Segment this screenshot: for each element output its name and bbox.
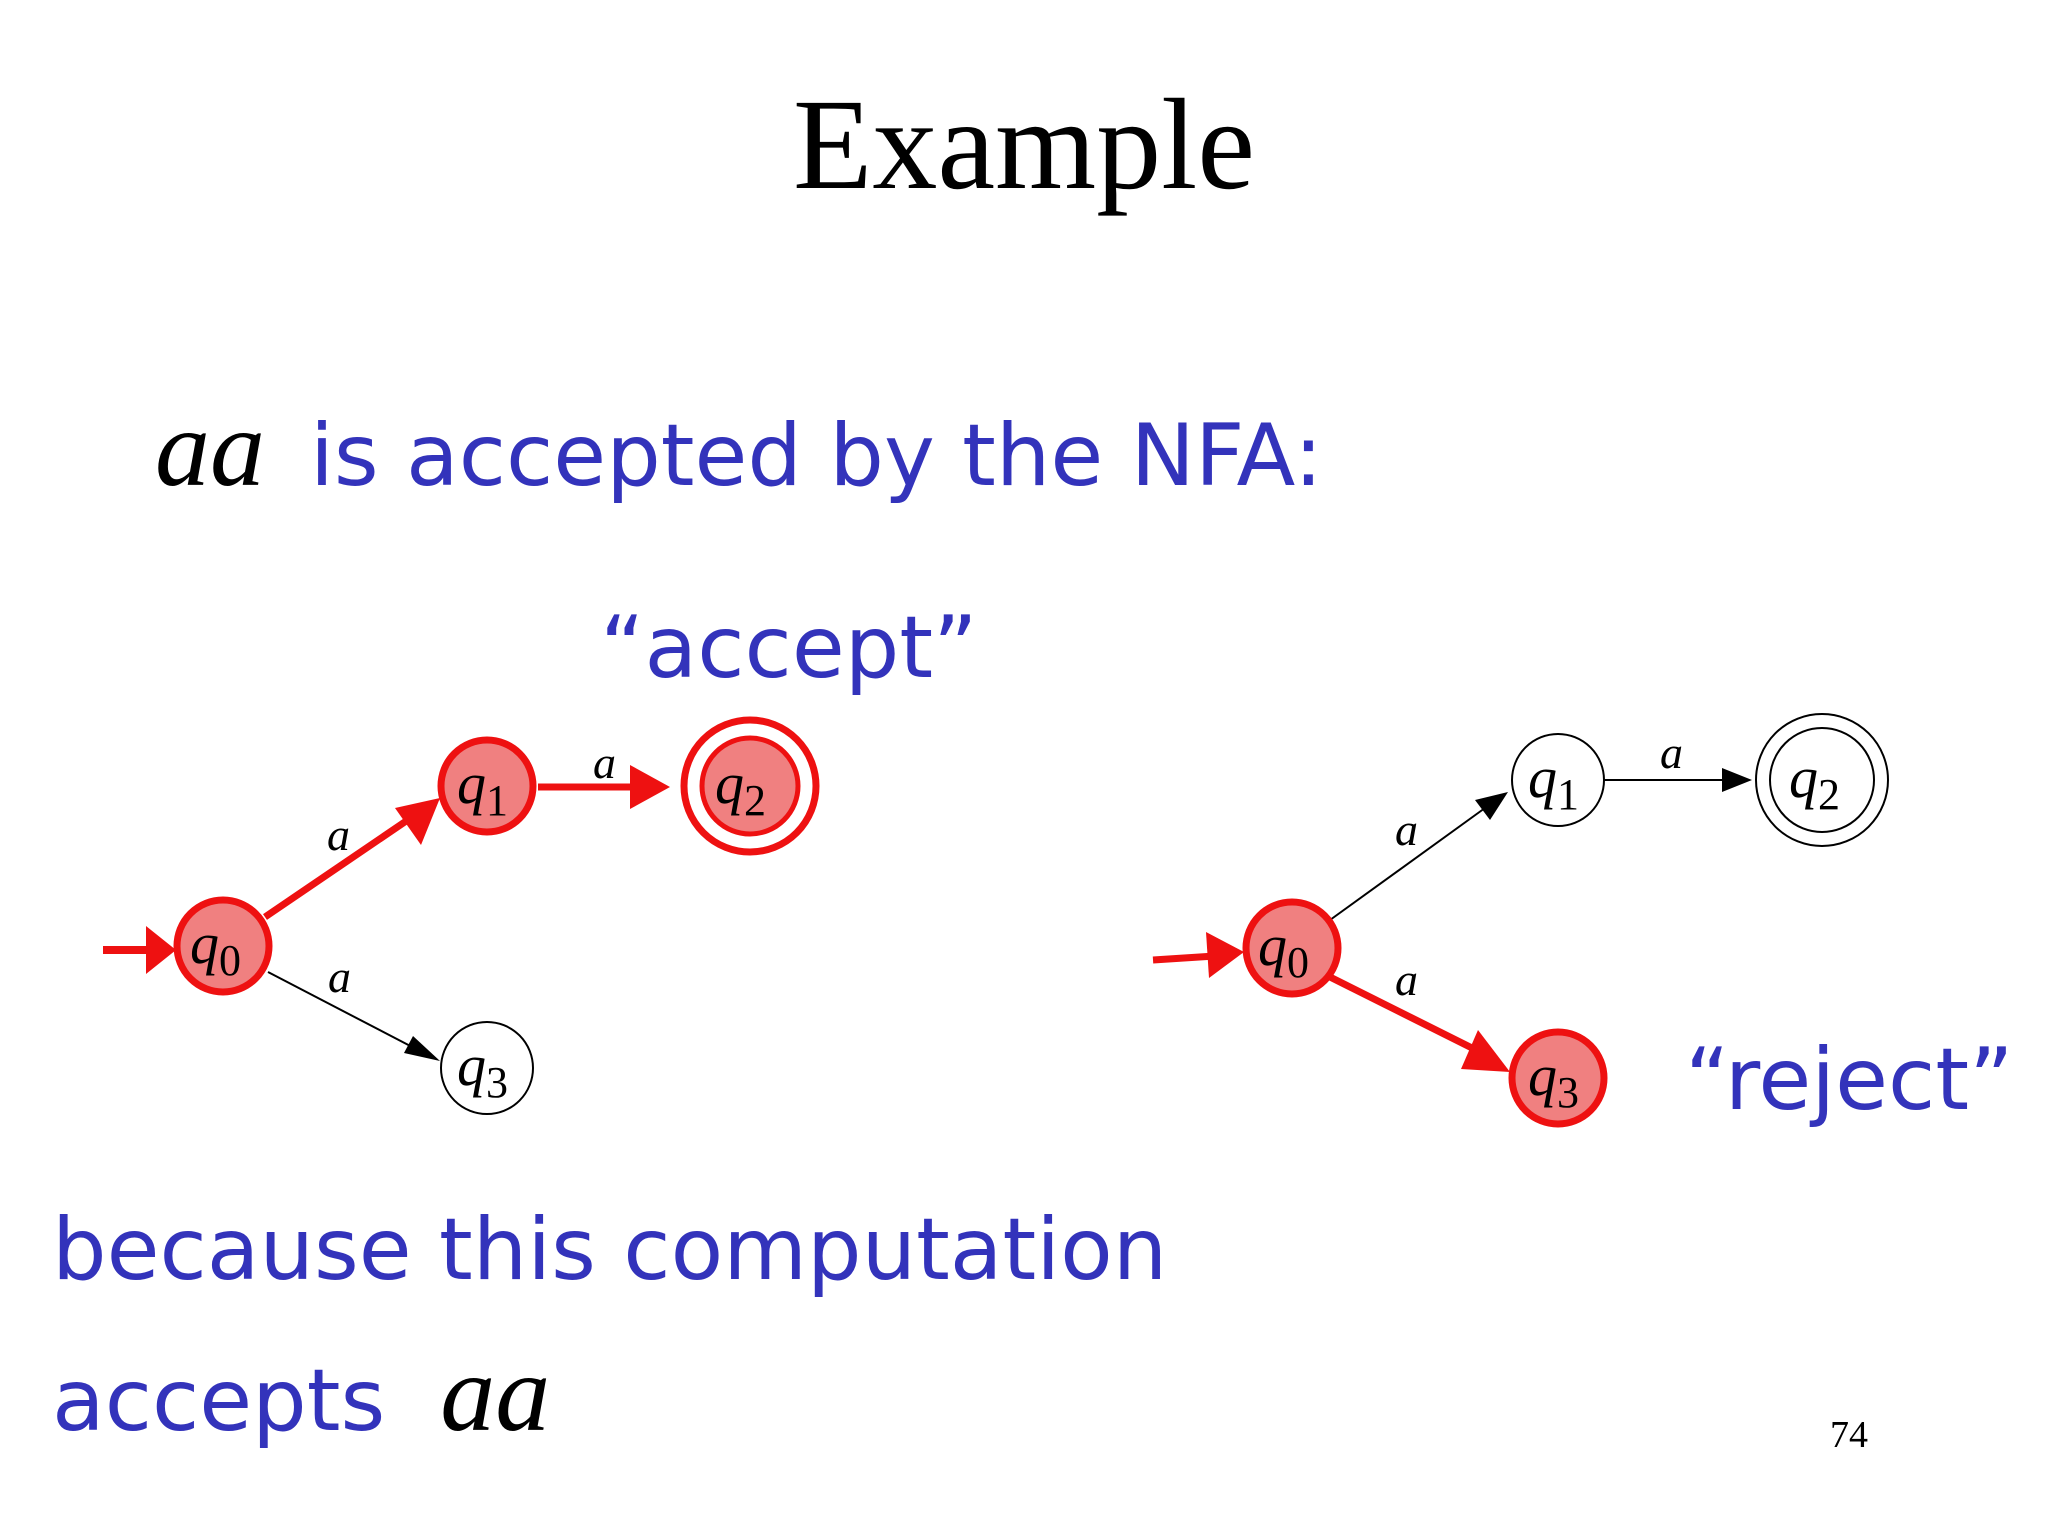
reject-label: “reject” <box>1685 1030 2014 1130</box>
right-nfa: q0 q1 q2 q3 a a a <box>1152 713 1889 1128</box>
left-label-q3: q3 <box>457 1033 508 1107</box>
left-edge-q0-q1-arrowhead <box>395 798 440 845</box>
conclusion-string: aa <box>440 1332 551 1454</box>
statement-string: aa <box>155 387 265 509</box>
left-nfa: q0 q1 q2 q3 a a a <box>103 716 820 1115</box>
left-label-q2: q2 <box>715 751 766 825</box>
left-state-q3 <box>440 1021 534 1115</box>
accept-label: “accept” <box>600 598 978 698</box>
left-state-q2 <box>699 735 801 837</box>
left-start-arrowhead <box>146 926 176 974</box>
right-edge-label-q0-q3: a <box>1395 954 1418 1005</box>
right-start-arrow-line <box>1152 952 1216 964</box>
right-edge-label-q1-q2: a <box>1660 727 1683 778</box>
left-edge-q0-q3-arrowhead <box>404 1036 440 1061</box>
right-state-q0 <box>1242 898 1342 998</box>
right-label-q3: q3 <box>1528 1043 1579 1117</box>
slide-title: Example <box>792 73 1256 217</box>
left-edge-label-q0-q1: a <box>327 809 350 860</box>
right-start-arrowhead <box>1206 932 1244 978</box>
right-label-q2: q2 <box>1789 745 1840 819</box>
right-edge-q0-q1 <box>1329 807 1486 921</box>
page-number: 74 <box>1830 1414 1868 1456</box>
left-edge-q0-q3 <box>267 971 419 1051</box>
statement-text: is accepted by the NFA: <box>310 406 1323 506</box>
left-edge-q0-q1 <box>263 812 417 920</box>
right-edge-q1-q2-arrowhead <box>1722 768 1752 792</box>
conclusion-line1: because this computation <box>52 1200 1168 1300</box>
right-state-q2 <box>1769 727 1875 833</box>
left-edge-q1-q2-arrowhead <box>630 765 670 809</box>
right-label-q1: q1 <box>1528 745 1579 819</box>
left-edge-label-q1-q2: a <box>593 737 616 788</box>
statement: aa is accepted by the NFA: <box>155 385 1323 509</box>
right-state-q3 <box>1508 1028 1608 1128</box>
right-label-q0: q0 <box>1258 913 1309 987</box>
right-edge-q0-q1-arrowhead <box>1475 792 1508 820</box>
left-label-q1: q1 <box>457 751 508 825</box>
left-label-q0: q0 <box>190 911 241 985</box>
left-state-q1 <box>437 736 537 836</box>
right-state-q1 <box>1511 733 1605 827</box>
right-edge-label-q0-q1: a <box>1395 804 1418 855</box>
right-edge-q0-q3-arrowhead <box>1461 1030 1510 1072</box>
right-edge-q0-q3 <box>1328 973 1482 1056</box>
left-edge-label-q0-q3: a <box>328 951 351 1002</box>
left-state-q0 <box>173 896 273 996</box>
conclusion-line2: accepts aa <box>52 1330 550 1457</box>
conclusion-accepts: accepts <box>52 1351 386 1451</box>
